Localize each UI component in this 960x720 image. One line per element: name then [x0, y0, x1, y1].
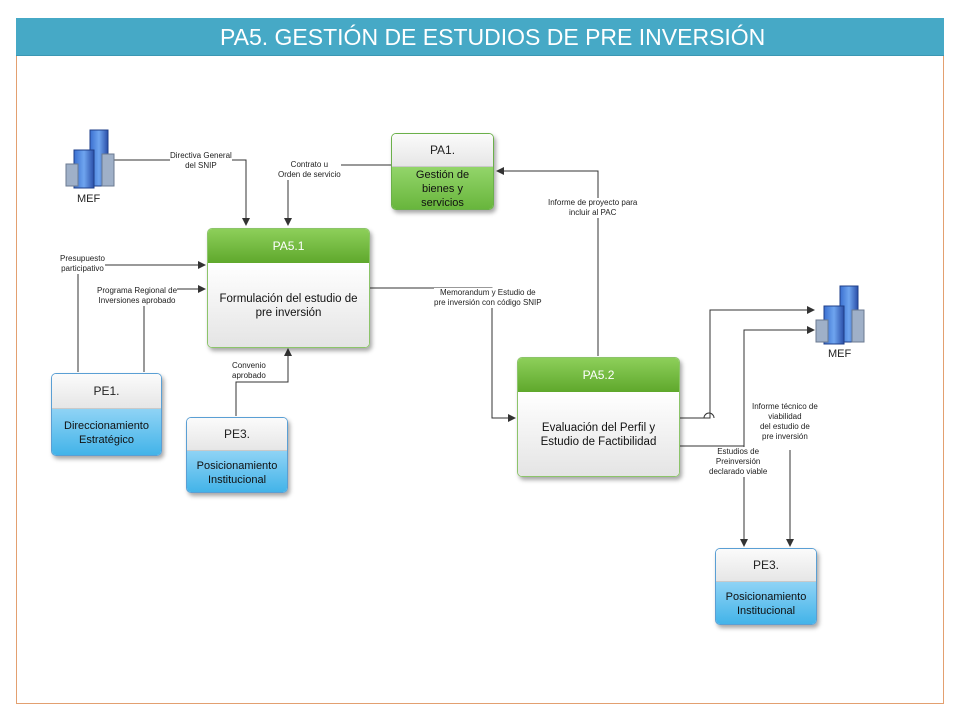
flow-label-directiva: Directiva General del SNIP: [170, 151, 232, 171]
buildings-icon: [65, 129, 115, 189]
flow-label-memorandum: Memorandum y Estudio de pre inversión co…: [434, 288, 542, 308]
mef-label: MEF: [77, 193, 101, 205]
process-name: Posicionamiento Institucional: [716, 582, 816, 624]
flow-label-estudios: Estudios de Preinversión declarado viabl…: [709, 447, 768, 477]
buildings-icon: [815, 285, 865, 345]
process-name: Gestión de bienes y servicios: [392, 167, 493, 209]
flow-to-mef-2: [680, 306, 815, 419]
mef-label: MEF: [828, 348, 852, 360]
flow-presupuesto: [77, 261, 206, 372]
flow-directiva: [110, 159, 250, 226]
page-title: PA5. GESTIÓN DE ESTUDIOS DE PRE INVERSIÓ…: [16, 18, 944, 56]
flow-label-contrato: Contrato u Orden de servicio: [278, 160, 341, 180]
process-pa1[interactable]: PA1. Gestión de bienes y servicios: [391, 133, 494, 210]
flow-memorandum: [370, 287, 516, 422]
flow-label-informe-pac: Informe de proyecto para incluir al PAC: [548, 198, 638, 218]
process-name: Formulación del estudio de pre inversión: [208, 263, 369, 347]
process-code: PE3.: [187, 418, 287, 451]
process-pe3[interactable]: PE3. Posicionamiento Institucional: [715, 548, 817, 625]
process-name: Evaluación del Perfil y Estudio de Facti…: [518, 392, 679, 476]
process-pa5-2[interactable]: PA5.2 Evaluación del Perfil y Estudio de…: [517, 357, 680, 477]
flow-convenio: [235, 348, 292, 416]
process-name: Posicionamiento Institucional: [187, 451, 287, 492]
process-code: PE3.: [716, 549, 816, 582]
flow-estudios-a: [680, 445, 748, 547]
process-code: PE1.: [52, 374, 161, 409]
process-pe3[interactable]: PE3. Posicionamiento Institucional: [186, 417, 288, 493]
flow-label-convenio: Convenio aprobado: [232, 361, 266, 381]
process-pa5-1[interactable]: PA5.1 Formulación del estudio de pre inv…: [207, 228, 370, 348]
process-code: PA5.1: [208, 229, 369, 263]
process-code: PA5.2: [518, 358, 679, 392]
flow-informe-pac: [496, 167, 599, 356]
process-code: PA1.: [392, 134, 493, 167]
flow-label-informe-tecnico: Informe técnico de viabilidad del estudi…: [752, 402, 818, 442]
process-name: Direccionamiento Estratégico: [52, 409, 161, 455]
flow-label-presupuesto: Presupuesto participativo: [60, 254, 105, 274]
flow-to-mef-3: [743, 326, 815, 448]
process-pe1[interactable]: PE1. Direccionamiento Estratégico: [51, 373, 162, 456]
flow-label-programa: Programa Regional de Inversiones aprobad…: [97, 286, 178, 306]
